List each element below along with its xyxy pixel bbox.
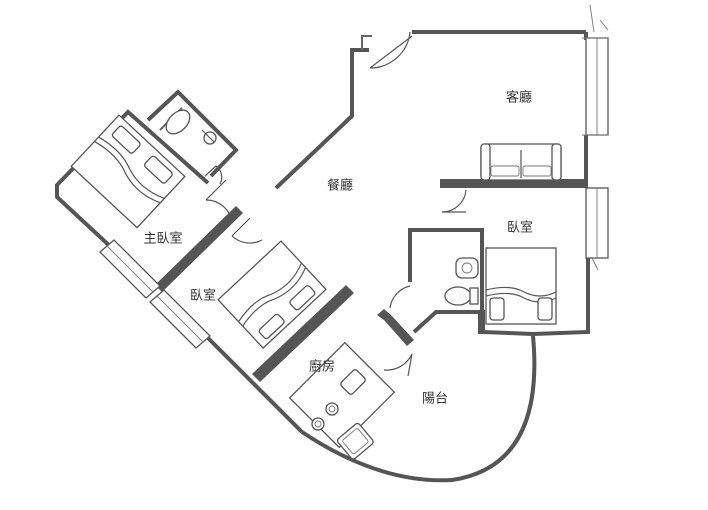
stove-burner-1 (325, 402, 339, 416)
label-master-bedroom: 主臥室 (143, 231, 182, 247)
kitchen-sink (340, 369, 366, 395)
wall-bedroom-kitchen (252, 285, 354, 382)
wall-master-outer (55, 109, 210, 276)
bedroom-bed-right (485, 247, 557, 325)
wall-master-divider (155, 206, 243, 292)
wall-dining-upper (274, 48, 369, 190)
right-bath-fixtures (444, 257, 479, 306)
wall-right-bath-lower (412, 310, 482, 334)
door-master-bath (204, 165, 223, 185)
wall-right-bath-post (478, 310, 485, 334)
wall-balcony-curve (300, 335, 537, 483)
door-master (205, 179, 233, 223)
bathtub (165, 109, 191, 135)
wall-right-bath (408, 228, 484, 332)
door-entrance (369, 31, 413, 69)
wall-dining-jog (361, 35, 372, 50)
outer-walls (55, 30, 590, 483)
label-kitchen: 廚房 (309, 359, 335, 375)
master-bath-fixtures (165, 109, 217, 145)
toilet-right (444, 286, 472, 306)
windows (99, 4, 609, 349)
wall-living-bedroom (440, 179, 588, 188)
label-living-room: 客廳 (506, 90, 532, 106)
label-dining-room: 餐廳 (327, 178, 353, 194)
label-bedroom-left: 臥室 (190, 288, 216, 304)
kitchen-counter (288, 341, 396, 449)
door-right-bedroom (441, 189, 467, 213)
sofa (480, 143, 562, 181)
bedroom-bed-middle (217, 240, 327, 349)
door-kitchen (383, 353, 413, 377)
label-bedroom-right: 臥室 (507, 220, 533, 236)
kitchen-fixtures (288, 341, 396, 449)
washing-machine (336, 422, 374, 460)
interior-walls (155, 107, 588, 382)
wall-kitchen-door (377, 309, 414, 346)
doors (204, 31, 467, 377)
wall-right-lower (532, 258, 590, 336)
wash-basin (455, 257, 479, 279)
door-bedroom (231, 217, 263, 244)
stove-burner-2 (311, 417, 325, 431)
wall-right-bedroom-bottom (481, 330, 534, 336)
room-labels: 客廳 餐廳 主臥室 臥室 臥室 廚房 陽台 (143, 90, 533, 407)
wall-left-diagonal (206, 336, 304, 434)
master-bed (70, 114, 186, 229)
door-right-bath (389, 285, 411, 309)
label-balcony: 陽台 (422, 392, 448, 407)
wall-master-bath (146, 89, 239, 178)
